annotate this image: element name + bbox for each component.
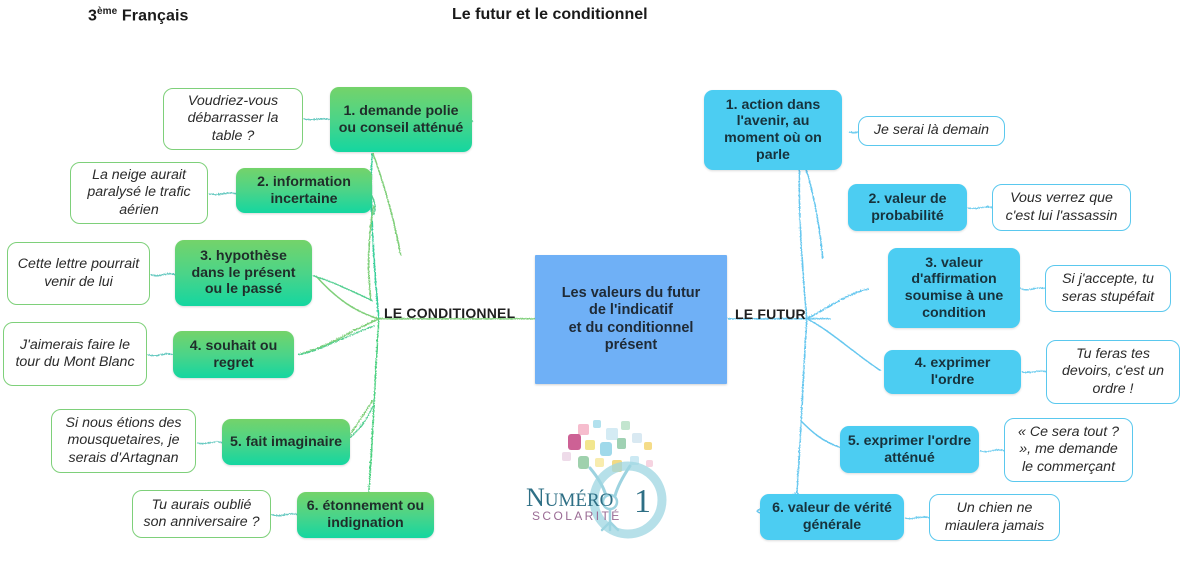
node-futur-3[interactable]: 3. valeur d'affirmation soumise à une co… bbox=[888, 248, 1020, 328]
logo-word-primary: NUMÉRO bbox=[526, 483, 613, 512]
subject-title: 3ème Français bbox=[88, 6, 189, 25]
node-futur-1-label: 1. action dans l'avenir, au moment où on… bbox=[724, 96, 822, 163]
node-conditionnel-2-label: 2. information incertaine bbox=[257, 173, 351, 207]
center-node[interactable]: Les valeurs du futur de l'indicatif et d… bbox=[535, 255, 727, 384]
node-futur-4[interactable]: 4. exprimer l'ordre bbox=[884, 350, 1021, 394]
logo-word-digit: 1 bbox=[634, 483, 651, 520]
branch-label-futur: LE FUTUR bbox=[735, 306, 806, 322]
example-futur-3[interactable]: Si j'accepte, tu seras stupéfait bbox=[1045, 265, 1171, 312]
example-conditionnel-1-text: Voudriez-vous débarrasser la table ? bbox=[187, 93, 279, 144]
example-conditionnel-2[interactable]: La neige aurait paralysé le trafic aérie… bbox=[70, 162, 208, 224]
node-conditionnel-5[interactable]: 5. fait imaginaire bbox=[222, 419, 350, 465]
node-conditionnel-3[interactable]: 3. hypothèse dans le présent ou le passé bbox=[175, 240, 312, 306]
center-node-line-2: de l'indicatif bbox=[588, 302, 673, 319]
node-futur-6-label: 6. valeur de vérité générale bbox=[772, 500, 892, 533]
subject-level: 3 bbox=[88, 7, 97, 25]
node-futur-1[interactable]: 1. action dans l'avenir, au moment où on… bbox=[704, 90, 842, 170]
node-futur-2-label: 2. valeur de probabilité bbox=[868, 190, 947, 224]
example-futur-5-text: « Ce sera tout ? », me demande le commer… bbox=[1018, 424, 1119, 475]
example-futur-2[interactable]: Vous verrez que c'est lui l'assassin bbox=[992, 184, 1131, 231]
node-futur-3-label: 3. valeur d'affirmation soumise à une co… bbox=[904, 254, 1004, 321]
node-conditionnel-4-label: 4. souhait ou regret bbox=[189, 337, 278, 371]
node-futur-6[interactable]: 6. valeur de vérité générale bbox=[760, 494, 904, 540]
node-conditionnel-3-label: 3. hypothèse dans le présent ou le passé bbox=[191, 247, 296, 298]
example-conditionnel-1[interactable]: Voudriez-vous débarrasser la table ? bbox=[163, 88, 303, 150]
branch-label-conditionnel: LE CONDITIONNEL bbox=[384, 305, 516, 321]
example-futur-4[interactable]: Tu feras tes devoirs, c'est un ordre ! bbox=[1046, 340, 1180, 404]
logo-wordmark: NUMÉRO 1 SCOLARITÉ bbox=[526, 483, 651, 523]
example-futur-4-text: Tu feras tes devoirs, c'est un ordre ! bbox=[1061, 346, 1165, 397]
center-node-line-4: présent bbox=[604, 336, 658, 353]
example-futur-2-text: Vous verrez que c'est lui l'assassin bbox=[1005, 190, 1118, 224]
brand-logo: NUMÉRO 1 SCOLARITÉ bbox=[518, 418, 708, 546]
example-conditionnel-4[interactable]: J'aimerais faire le tour du Mont Blanc bbox=[3, 322, 147, 386]
example-futur-1-text: Je serai là demain bbox=[873, 122, 990, 139]
node-conditionnel-4[interactable]: 4. souhait ou regret bbox=[173, 331, 294, 378]
node-futur-5-label: 5. exprimer l'ordre atténué bbox=[847, 432, 972, 466]
node-conditionnel-1[interactable]: 1. demande polie ou conseil atténué bbox=[330, 87, 472, 152]
node-conditionnel-2[interactable]: 2. information incertaine bbox=[236, 168, 372, 213]
example-conditionnel-3[interactable]: Cette lettre pourrait venir de lui bbox=[7, 242, 150, 305]
page-header: 3ème Français Le futur et le conditionne… bbox=[0, 0, 1193, 40]
example-conditionnel-2-text: La neige aurait paralysé le trafic aérie… bbox=[87, 167, 191, 218]
node-conditionnel-1-label: 1. demande polie ou conseil atténué bbox=[338, 102, 464, 136]
subject-name: Français bbox=[117, 7, 189, 25]
example-conditionnel-5-text: Si nous étions des mousquetaires, je ser… bbox=[65, 415, 182, 466]
subject-level-suffix: ème bbox=[97, 6, 118, 17]
logo-word-secondary: SCOLARITÉ bbox=[532, 508, 622, 523]
example-futur-6[interactable]: Un chien ne miaulera jamais bbox=[929, 494, 1060, 541]
example-futur-1[interactable]: Je serai là demain bbox=[858, 116, 1005, 146]
logo-ring-icon bbox=[589, 461, 667, 539]
logo-confetti-icon bbox=[562, 420, 653, 472]
example-futur-3-text: Si j'accepte, tu seras stupéfait bbox=[1061, 271, 1155, 305]
example-conditionnel-5[interactable]: Si nous étions des mousquetaires, je ser… bbox=[51, 409, 196, 473]
node-conditionnel-5-label: 5. fait imaginaire bbox=[230, 433, 342, 450]
node-conditionnel-6[interactable]: 6. étonnement ou indignation bbox=[297, 492, 434, 538]
example-futur-5[interactable]: « Ce sera tout ? », me demande le commer… bbox=[1004, 418, 1133, 482]
node-futur-2[interactable]: 2. valeur de probabilité bbox=[848, 184, 967, 231]
node-futur-5[interactable]: 5. exprimer l'ordre atténué bbox=[840, 426, 979, 473]
example-conditionnel-4-text: J'aimerais faire le tour du Mont Blanc bbox=[15, 336, 135, 370]
page-title: Le futur et le conditionnel bbox=[452, 6, 648, 23]
example-conditionnel-3-text: Cette lettre pourrait venir de lui bbox=[17, 256, 140, 290]
center-node-line-1: Les valeurs du futur bbox=[561, 285, 701, 302]
example-conditionnel-6[interactable]: Tu aurais oublié son anniversaire ? bbox=[132, 490, 271, 538]
example-conditionnel-6-text: Tu aurais oublié son anniversaire ? bbox=[143, 496, 260, 530]
center-node-line-3: et du conditionnel bbox=[568, 319, 694, 336]
node-conditionnel-6-label: 6. étonnement ou indignation bbox=[306, 498, 425, 531]
logo-mark bbox=[562, 420, 667, 539]
example-futur-6-text: Un chien ne miaulera jamais bbox=[944, 500, 1045, 534]
node-futur-4-label: 4. exprimer l'ordre bbox=[914, 355, 991, 388]
